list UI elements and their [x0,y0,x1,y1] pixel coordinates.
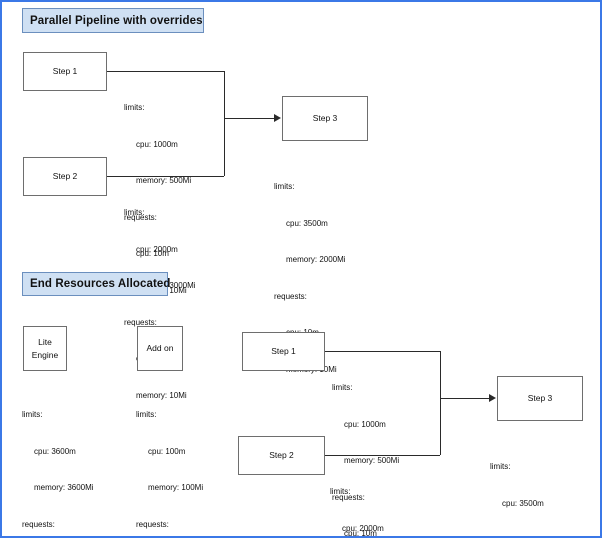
node-end-step3[interactable]: Step 3 [497,376,583,421]
node-label: Step 2 [52,171,78,182]
connector-parallel-step1-vertical [224,71,225,118]
spec-limits-label: limits: [22,410,43,420]
spec-end-step3: limits: cpu: 3500m memory: 2000Mi reques… [490,437,562,536]
spec-requests-memory: memory: 10Mi [136,390,187,400]
spec-limits-memory: memory: 500Mi [344,456,400,466]
spec-limits-cpu: cpu: 2000m [136,244,178,254]
node-label: Step 1 [52,66,78,77]
spec-limits-memory: memory: 100Mi [148,483,204,493]
connector-end-step2-vertical [440,398,441,455]
spec-requests-label: requests: [124,317,157,327]
spec-limits-label: limits: [274,182,295,192]
section-title-text: End Resources Allocated [30,278,171,290]
spec-limits-label: limits: [330,487,351,497]
node-label-line2: Engine [31,349,59,360]
node-end-step1[interactable]: Step 1 [242,332,325,371]
spec-requests-cpu: cpu: 10m [136,249,169,259]
spec-requests-cpu: cpu: 10m [344,529,377,538]
spec-limits-memory: memory: 2000Mi [286,255,346,265]
spec-limits-memory: memory: 2000Mi [490,534,562,536]
node-label: Step 3 [527,393,553,404]
node-parallel-step2[interactable]: Step 2 [23,157,107,196]
connector-end-step2-horizontal [325,455,440,456]
spec-requests-label: requests: [136,519,169,529]
node-end-step2[interactable]: Step 2 [238,436,325,475]
spec-requests-label: requests: [332,492,365,502]
arrowhead-parallel-step3-icon [274,114,281,122]
node-parallel-step3[interactable]: Step 3 [282,96,368,141]
spec-limits-cpu: cpu: 3500m [502,498,544,508]
spec-end-step1: limits: cpu: 1000m memory: 500Mi request… [332,358,400,538]
spec-limits-cpu: cpu: 3600m [34,446,76,456]
spec-limits-cpu: cpu: 3500m [286,218,328,228]
spec-limits-memory: memory: 500Mi [136,176,192,186]
spec-limits-label: limits: [490,462,511,472]
connector-end-step1-vertical [440,351,441,398]
node-label: Step 3 [312,113,338,124]
spec-limits-label: limits: [124,103,145,113]
node-add-on[interactable]: Add on [137,326,183,371]
node-label-line1: Lite [38,337,52,348]
node-parallel-step1[interactable]: Step 1 [23,52,107,91]
spec-limits-cpu: cpu: 1000m [136,139,178,149]
spec-limits-memory: memory: 3600Mi [34,483,94,493]
node-label: Step 2 [269,450,294,461]
node-label: Step 1 [271,346,296,357]
section-title-text: Parallel Pipeline with overrides [30,14,203,27]
spec-limits-label: limits: [332,383,353,393]
connector-parallel-step2-vertical [224,118,225,176]
node-label: Add on [146,343,174,354]
spec-requests-label: requests: [124,212,157,222]
spec-requests-label: requests: [22,519,55,529]
spec-limits-label: limits: [136,410,157,420]
connector-parallel-to-step3 [224,118,275,119]
spec-add-on: limits: cpu: 100m memory: 100Mi requests… [136,385,204,536]
connector-parallel-step2-horizontal [107,176,224,177]
spec-lite-engine: limits: cpu: 3600m memory: 3600Mi reques… [22,385,94,536]
connector-end-to-step3 [440,398,490,399]
connector-parallel-step1-horizontal [107,71,224,72]
spec-limits-label: limits: [124,208,145,218]
spec-limits-cpu: cpu: 100m [148,446,186,456]
spec-end-step2: limits: cpu: 2000m memory: 3000Mi reques… [330,462,402,536]
connector-end-step1-horizontal [325,351,440,352]
section-header-parallel-pipeline: Parallel Pipeline with overrides [22,8,204,33]
arrowhead-end-step3-icon [489,394,496,402]
section-header-end-resources: End Resources Allocated [22,272,171,296]
spec-limits-cpu: cpu: 1000m [344,419,386,429]
node-lite-engine[interactable]: Lite Engine [23,326,67,371]
spec-limits-cpu: cpu: 2000m [342,523,384,533]
spec-requests-label: requests: [274,291,307,301]
